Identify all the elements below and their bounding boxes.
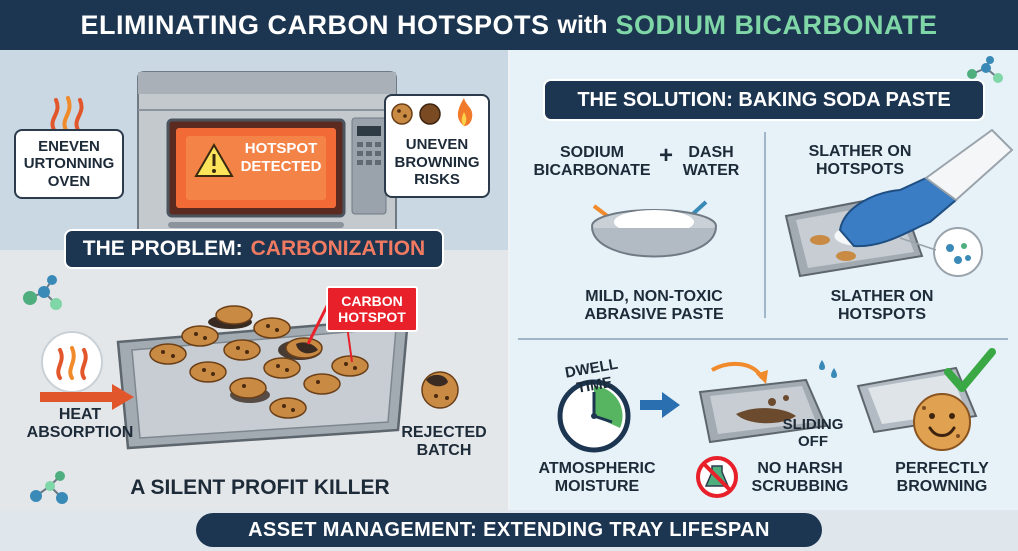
title-bar: ELIMINATING CARBON HOTSPOTS with SODIUM … <box>0 0 1018 50</box>
browning-line2: BROWNING <box>394 153 480 171</box>
heat-absorption-label: HEAT ABSORPTION <box>20 406 140 443</box>
ingredient2-line1: DASH <box>688 144 734 161</box>
paste-line1: MILD, NON-TOXIC <box>585 288 723 305</box>
molecule-top-right-icon <box>967 56 1003 83</box>
hotspot-text-line2: DETECTED <box>240 158 322 175</box>
abrasive-paste-label: MILD, NON-TOXIC ABRASIVE PASTE <box>566 288 742 325</box>
slather-label-bottom: SLATHER ON HOTSPOTS <box>812 288 952 325</box>
warning-icon <box>194 143 234 177</box>
clean-tray-illustration <box>856 348 996 451</box>
browning-line1: UNEVEN <box>405 136 469 154</box>
slather-bottom-line2: HOTSPOTS <box>837 306 926 324</box>
molecule-small-icon <box>30 471 68 504</box>
oven-label-line1: ENEVEN <box>38 138 100 156</box>
solution-header: THE SOLUTION: BAKING SODA PASTE <box>543 79 985 121</box>
carbon-line1: CARBON <box>341 292 403 309</box>
dwell-time-clock-illustration <box>557 379 631 453</box>
title-connector: with <box>557 10 608 39</box>
title-highlight: SODIUM BICARBONATE <box>615 9 938 40</box>
solution-divider-horizontal <box>518 338 1008 340</box>
heat-line2: ABSORPTION <box>26 424 134 442</box>
heat-waves-icon <box>50 96 84 132</box>
rejected-line2: BATCH <box>416 442 472 460</box>
rejected-batch-label: REJECTED BATCH <box>392 424 496 461</box>
rejected-cookie-icon <box>421 371 459 409</box>
ingredient1-line1: SODIUM <box>560 144 624 161</box>
footer-banner: ASSET MANAGEMENT: EXTENDING TRAY LIFESPA… <box>196 513 822 547</box>
slather-bottom-line1: SLATHER ON <box>830 288 934 305</box>
rejected-line1: REJECTED <box>401 424 487 441</box>
problem-header-prefix: THE PROBLEM: <box>82 237 243 260</box>
no-scrub-line2: SCRUBBING <box>751 478 849 496</box>
problem-header-highlight: CARBONIZATION <box>250 237 426 260</box>
tagline: A SILENT PROFIT KILLER <box>130 476 390 499</box>
oven-label-line2: URTONNING <box>23 155 115 173</box>
ingredient1-line2: BICARBONATE <box>533 162 651 180</box>
carbon-line2: HOTSPOT <box>338 309 406 325</box>
ingredient2-line2: WATER <box>682 162 740 180</box>
ingredient-baking-soda: SODIUM BICARBONATE <box>524 144 660 181</box>
tray-cookies <box>149 305 369 419</box>
heat-line1: HEAT <box>58 406 102 423</box>
paste-line2: ABRASIVE PASTE <box>584 306 724 324</box>
oven-illustration <box>50 71 475 250</box>
no-harsh-scrubbing-label: NO HARSH SCRUBBING <box>744 460 856 497</box>
perfect-line2: BROWNING <box>896 478 988 496</box>
sliding-line1: SLIDING <box>782 416 844 433</box>
checkmark-icon <box>944 348 996 392</box>
uneven-oven-label: ENEVEN URTONNING OVEN <box>14 129 124 199</box>
mixing-bowl-illustration <box>591 200 717 258</box>
atmospheric-moisture-label: ATMOSPHERIC MOISTURE <box>524 460 670 497</box>
title-main: ELIMINATING CARBON HOTSPOTS <box>80 9 550 40</box>
browning-line3: RISKS <box>414 170 460 188</box>
ingredient-water: DASH WATER <box>676 144 746 181</box>
glove-tray-illustration <box>784 128 1014 278</box>
perfectly-browning-label: PERFECTLY BROWNING <box>880 460 1004 497</box>
soaking-tray-illustration <box>640 360 837 444</box>
problem-header: THE PROBLEM: CARBONIZATION <box>64 229 444 269</box>
moisture-line2: MOISTURE <box>554 478 640 496</box>
slather-top-line1: SLATHER ON <box>808 143 912 160</box>
happy-cookie-icon <box>913 393 971 451</box>
sliding-off-label: SLIDING OFF <box>778 416 848 451</box>
moisture-line1: ATMOSPHERIC <box>538 460 656 477</box>
slather-top-line2: HOTSPOTS <box>815 161 904 179</box>
heat-arrow-icon <box>40 384 134 410</box>
solution-divider-vertical <box>764 132 766 318</box>
no-scrub-line1: NO HARSH <box>757 460 843 477</box>
sliding-line2: OFF <box>798 433 828 451</box>
process-arrow-icon <box>640 392 680 418</box>
slather-label-top: SLATHER ON HOTSPOTS <box>800 143 920 180</box>
no-harsh-chemicals-icon <box>696 456 738 498</box>
browning-icons <box>391 98 473 126</box>
perfect-line1: PERFECTLY <box>895 460 989 477</box>
oven-label-line3: OVEN <box>47 172 91 190</box>
water-drops-icon <box>819 360 837 378</box>
carbon-hotspot-label: CARBON HOTSPOT <box>326 286 418 332</box>
heat-absorption-icon <box>41 331 103 393</box>
hotspot-text-line1: HOTSPOT <box>244 140 318 157</box>
molecule-icon <box>23 275 62 310</box>
hotspot-detected-text: HOTSPOT DETECTED <box>236 140 326 176</box>
tray-illustration <box>23 275 459 504</box>
plus-sign: + <box>658 142 673 169</box>
